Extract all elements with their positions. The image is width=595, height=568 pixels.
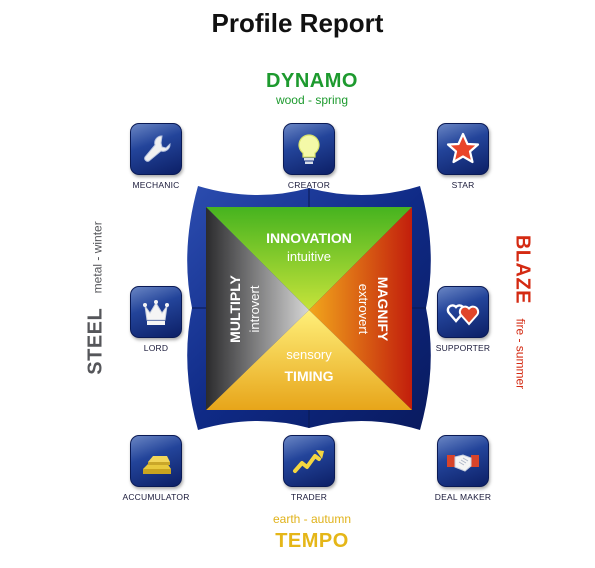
tempo-sub: earth - autumn [272,512,352,526]
lightbulb-icon [298,134,320,164]
profile-star[interactable]: STAR [437,123,489,190]
profile-label: ACCUMULATOR [122,492,190,502]
profile-label: CREATOR [287,180,331,190]
timing-sub: sensory [286,347,332,362]
profile-label: SUPPORTER [435,343,491,353]
profile-label: LORD [143,343,169,353]
timing-title: TIMING [285,368,334,384]
gold-bars-icon [143,456,171,474]
profile-supporter[interactable]: SUPPORTER [436,286,490,353]
innovation-title: INNOVATION [266,230,352,246]
profile-trader[interactable]: TRADER [283,435,335,502]
rising-chart-icon [293,450,324,473]
magnify-sub: extrovert [356,284,371,335]
profile-lord[interactable]: LORD [130,286,182,353]
innovation-sub: intuitive [287,249,331,264]
profile-creator[interactable]: CREATOR [283,123,335,190]
profile-label: DEAL MAKER [434,492,492,502]
wrench-icon [144,135,171,162]
multiply-sub: introvert [247,285,262,332]
profile-mechanic[interactable]: MECHANIC [130,123,182,190]
crown-icon [143,300,169,325]
magnify-title: MAGNIFY [375,277,391,342]
multiply-title: MULTIPLY [227,275,243,343]
dynamo-name: DYNAMO [266,70,358,92]
quadrant-magnify [309,207,412,410]
hearts-icon [446,304,480,326]
quadrant-multiply [206,207,309,410]
quadrant-innovation [206,207,412,310]
quadrant-timing [206,310,412,410]
star-icon [446,132,480,164]
profile-label: STAR [451,180,475,190]
page-title: Profile Report [211,8,384,38]
tempo-label: earth - autumn TEMPO [212,512,412,553]
profile-deal-maker[interactable]: DEAL MAKER [435,435,491,502]
profile-label: TRADER [290,492,328,502]
tempo-name: TEMPO [275,530,349,552]
dynamo-sub: wood - spring [275,93,349,107]
handshake-icon [447,454,479,472]
profile-accumulator[interactable]: ACCUMULATOR [122,435,189,502]
profile-label: MECHANIC [132,180,180,190]
dynamo-label: DYNAMO wood - spring [212,70,412,107]
